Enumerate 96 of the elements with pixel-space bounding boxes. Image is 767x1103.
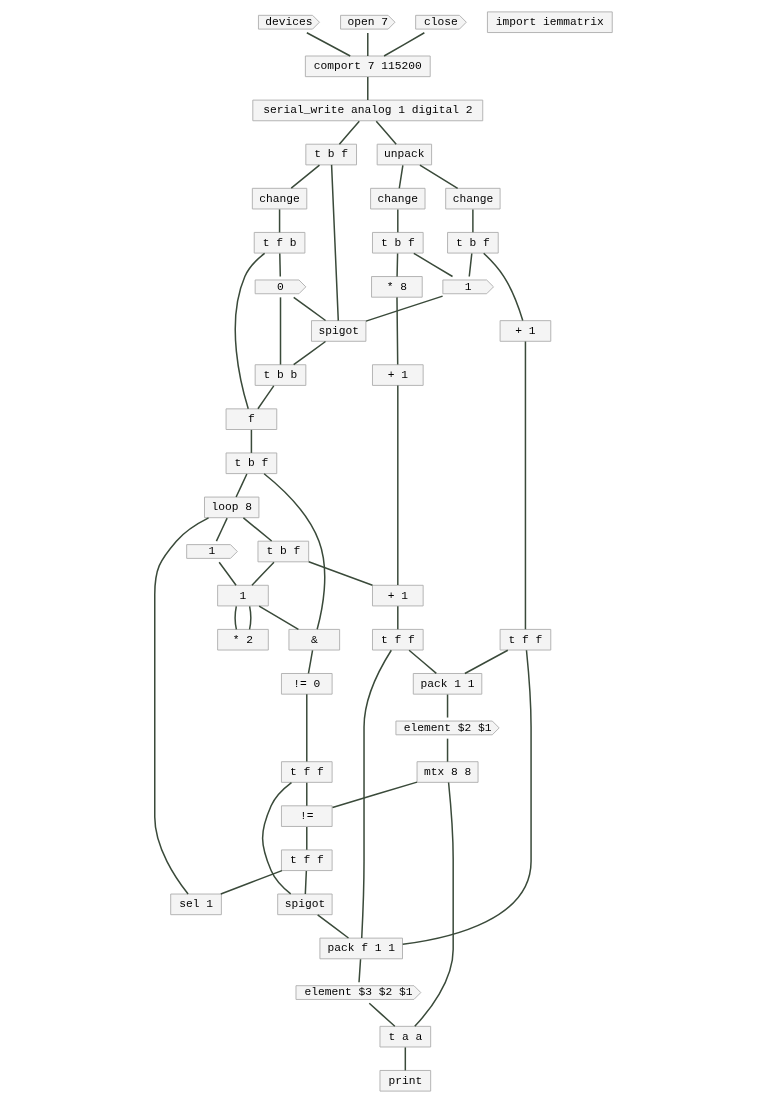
connector [368, 1002, 396, 1028]
node-box: + 1 [372, 364, 424, 386]
connector [397, 384, 399, 586]
connector [234, 605, 238, 631]
node-box: t b f [372, 231, 424, 254]
node-box: + 1 [499, 320, 552, 342]
connector [524, 340, 527, 630]
node-box: t f f [280, 761, 333, 783]
node-box: spigot [311, 320, 367, 342]
connector [464, 649, 509, 675]
node-box: t f b [253, 231, 306, 254]
connector [446, 693, 449, 719]
connector [468, 252, 473, 278]
node-box: & [288, 628, 341, 651]
connector [261, 781, 293, 895]
node-box: t b f [225, 452, 278, 475]
node-box: 1 [217, 584, 269, 607]
connector [398, 164, 404, 189]
connector [307, 649, 314, 675]
node-box: != [280, 805, 333, 827]
connector [263, 472, 326, 630]
connector [367, 76, 369, 101]
connector [330, 164, 340, 322]
node-box: + 1 [372, 584, 424, 607]
node-box: * 2 [217, 628, 269, 651]
node-box: pack f 1 1 [319, 937, 403, 960]
connector [413, 252, 454, 278]
node-box: print [379, 1070, 432, 1092]
connector [404, 1046, 407, 1072]
connector [408, 649, 438, 675]
node-box: unpack [376, 143, 433, 166]
connector [414, 781, 454, 1028]
node-box: loop 8 [204, 496, 260, 519]
connector [383, 32, 426, 57]
connector [482, 252, 524, 322]
connector [361, 649, 393, 939]
connector [220, 869, 283, 895]
node-box: t b f [305, 143, 357, 166]
node-box: t f f [499, 628, 552, 651]
connector [218, 561, 237, 586]
connector [316, 914, 350, 939]
node-box: != 0 [280, 673, 333, 695]
connector [290, 164, 321, 189]
connector [306, 32, 351, 57]
connector [358, 958, 362, 983]
connector [331, 781, 418, 809]
node-box: * 8 [371, 276, 423, 298]
connector [278, 208, 281, 234]
node-box: change [370, 187, 426, 210]
connector [402, 649, 532, 946]
connector [419, 164, 459, 190]
connector [242, 517, 273, 542]
connector [292, 340, 327, 366]
connector [279, 252, 282, 278]
connector [397, 208, 399, 234]
node-box: comport 7 115200 [304, 55, 431, 78]
connector [279, 296, 282, 366]
connector [257, 385, 275, 410]
node-box: import iemmatrix [486, 11, 613, 33]
node-box: t f f [280, 849, 333, 872]
connector [396, 296, 399, 366]
connector [397, 605, 399, 631]
connector [154, 517, 210, 895]
node-box: serial_write analog 1 digital 2 [252, 99, 484, 122]
connector [251, 561, 275, 586]
connector [304, 870, 308, 895]
node-box: t b f [257, 540, 310, 563]
connector [235, 473, 248, 498]
connector [375, 120, 397, 145]
connector [446, 737, 449, 763]
connector [367, 32, 369, 57]
node-box: mtx 8 8 [416, 761, 479, 783]
node-box: t b f [447, 231, 499, 254]
connector [215, 517, 228, 542]
connector [472, 208, 474, 234]
connector [292, 296, 327, 322]
connector [306, 693, 308, 763]
node-box: sel 1 [170, 893, 222, 916]
node-box: t b b [254, 364, 307, 386]
connector [234, 252, 266, 410]
connector [306, 782, 308, 807]
connector [258, 605, 300, 631]
node-box: pack 1 1 [412, 673, 483, 695]
connector [306, 826, 308, 851]
node-box: t a a [379, 1025, 432, 1048]
node-box: f [225, 408, 278, 430]
connector [338, 120, 361, 145]
connector [396, 252, 399, 278]
node-box: spigot [277, 893, 333, 916]
connector [250, 429, 253, 454]
node-box: t f f [372, 628, 424, 651]
node-box: change [445, 187, 501, 210]
connector [365, 295, 444, 322]
node-box: change [251, 187, 308, 210]
connector [308, 561, 374, 587]
connector [248, 605, 252, 631]
